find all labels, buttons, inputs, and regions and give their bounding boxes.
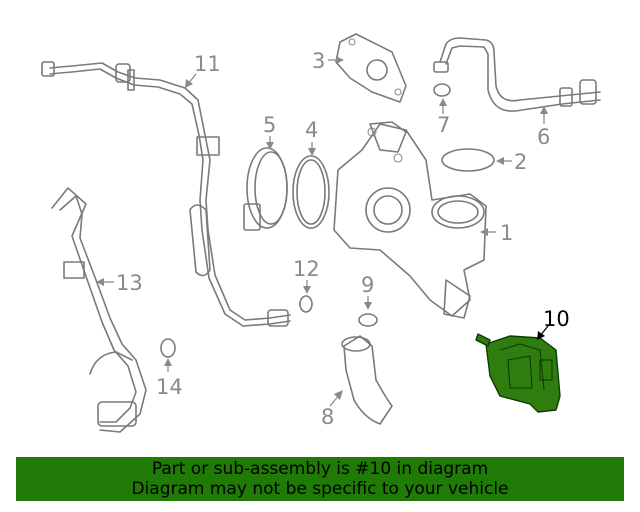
part-1-turbocharger[interactable] bbox=[333, 121, 487, 319]
assembly-notice-banner: Part or sub-assembly is #10 in diagram D… bbox=[16, 457, 624, 501]
callout-8[interactable]: 8 bbox=[321, 405, 334, 429]
part-11-pipe[interactable] bbox=[41, 61, 291, 327]
callout-2[interactable]: 2 bbox=[514, 150, 527, 174]
callout-5[interactable]: 5 bbox=[263, 113, 276, 137]
callout-3[interactable]: 3 bbox=[312, 49, 325, 73]
callout-labels: 1 2 3 4 5 6 7 8 9 10 11 12 13 14 bbox=[116, 49, 570, 429]
part-14-seal[interactable] bbox=[160, 338, 176, 358]
part-3-gasket[interactable] bbox=[335, 33, 407, 103]
callout-10[interactable]: 10 bbox=[543, 307, 570, 331]
part-5-clamp[interactable] bbox=[243, 147, 288, 231]
banner-line-1: Part or sub-assembly is #10 in diagram bbox=[151, 459, 489, 479]
callout-4[interactable]: 4 bbox=[305, 118, 318, 142]
callout-6[interactable]: 6 bbox=[537, 125, 550, 149]
part-9-seal[interactable] bbox=[358, 313, 378, 327]
callout-11[interactable]: 11 bbox=[194, 52, 221, 76]
leader-lines bbox=[96, 56, 549, 407]
callout-9[interactable]: 9 bbox=[361, 273, 374, 297]
callout-1[interactable]: 1 bbox=[500, 221, 513, 245]
callout-7[interactable]: 7 bbox=[437, 113, 450, 137]
callout-13[interactable]: 13 bbox=[116, 271, 143, 295]
banner-line-2: Diagram may not be specific to your vehi… bbox=[131, 479, 509, 499]
part-6-oil-line[interactable] bbox=[433, 37, 601, 112]
part-13-pipe[interactable] bbox=[51, 187, 147, 433]
part-7-seal[interactable] bbox=[433, 83, 451, 97]
parts-diagram: 1 2 3 4 5 6 7 8 9 10 11 12 13 14 bbox=[41, 33, 601, 433]
part-4-ring[interactable] bbox=[292, 155, 330, 229]
callout-12[interactable]: 12 bbox=[293, 257, 320, 281]
callout-14[interactable]: 14 bbox=[156, 375, 183, 399]
part-2-o-ring[interactable] bbox=[441, 148, 495, 172]
part-8-hose[interactable] bbox=[341, 335, 393, 425]
part-10-actuator[interactable] bbox=[475, 333, 561, 413]
part-12-seal[interactable] bbox=[299, 295, 313, 313]
